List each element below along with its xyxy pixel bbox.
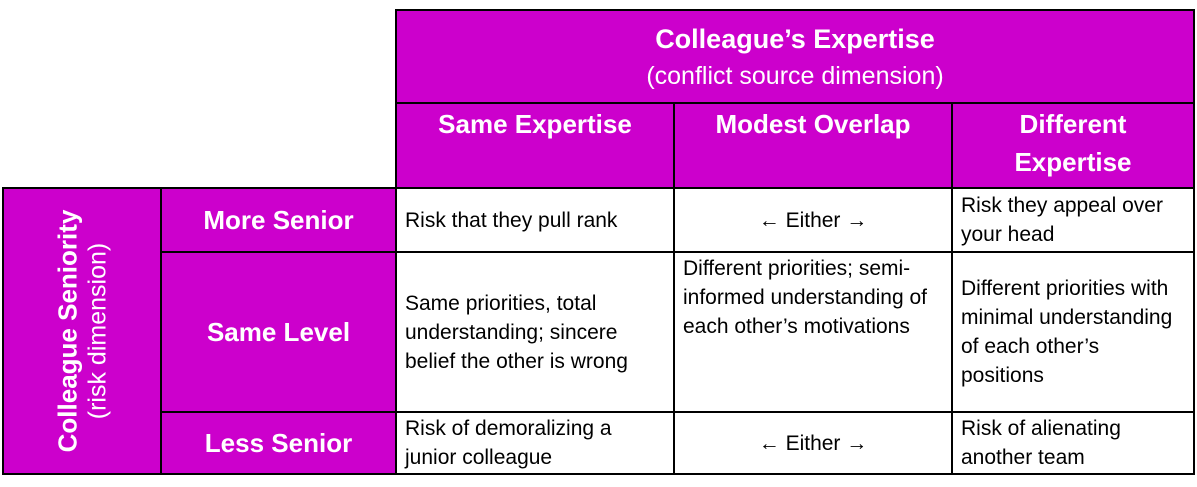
column-dimension-title: Colleague’s Expertise [655, 23, 935, 54]
row-dimension-title: Colleague Seniority [52, 209, 83, 453]
column-header-label: Modest Overlap [715, 109, 911, 139]
cell-more-senior-modest-overlap: ← Either → [673, 187, 953, 253]
row-dimension-header: Colleague Seniority (risk dimension) [2, 187, 162, 475]
column-header-different-expertise: Different Expertise [951, 102, 1195, 189]
cell-same-level-modest-overlap: Different priorities; semi-informed unde… [673, 251, 953, 413]
cell-less-senior-different-expertise: Risk of alienating another team [951, 411, 1195, 475]
column-dimension-header: Colleague’s Expertise (conflict source d… [395, 9, 1195, 104]
row-header-less-senior: Less Senior [160, 411, 397, 475]
cell-less-senior-same-expertise: Risk of demoralizing a junior colleague [395, 411, 675, 475]
row-header-label: Less Senior [204, 427, 353, 458]
row-header-same-level: Same Level [160, 251, 397, 413]
cell-text: Risk of demoralizing a junior colleague [405, 417, 612, 469]
cell-more-senior-different-expertise: Risk they appeal over your head [951, 187, 1195, 253]
row-header-label: More Senior [203, 204, 354, 235]
row-header-more-senior: More Senior [160, 187, 397, 253]
cell-text: Same priorities, total understanding; si… [405, 291, 628, 373]
cell-text: ← Either → [758, 208, 868, 232]
cell-text: Risk of alienating another team [961, 417, 1121, 469]
column-header-modest-overlap: Modest Overlap [673, 102, 953, 189]
cell-more-senior-same-expertise: Risk that they pull rank [395, 187, 675, 253]
cell-less-senior-modest-overlap: ← Either → [673, 411, 953, 475]
row-header-label: Same Level [206, 316, 351, 347]
row-dimension-subtitle: (risk dimension) [83, 242, 112, 420]
column-dimension-subtitle: (conflict source dimension) [646, 61, 944, 90]
column-header-same-expertise: Same Expertise [395, 102, 675, 189]
cell-text: Risk they appeal over your head [961, 194, 1163, 246]
column-header-label: Same Expertise [438, 109, 632, 139]
cell-text: Risk that they pull rank [405, 208, 618, 232]
cell-same-level-different-expertise: Different priorities with minimal unders… [951, 251, 1195, 413]
cell-text: Different priorities; semi-informed unde… [683, 257, 927, 338]
cell-same-level-same-expertise: Same priorities, total understanding; si… [395, 251, 675, 413]
cell-text: ← Either → [758, 431, 868, 455]
cell-text: Different priorities with minimal unders… [961, 277, 1173, 387]
column-header-label: Different Expertise [1014, 109, 1132, 177]
